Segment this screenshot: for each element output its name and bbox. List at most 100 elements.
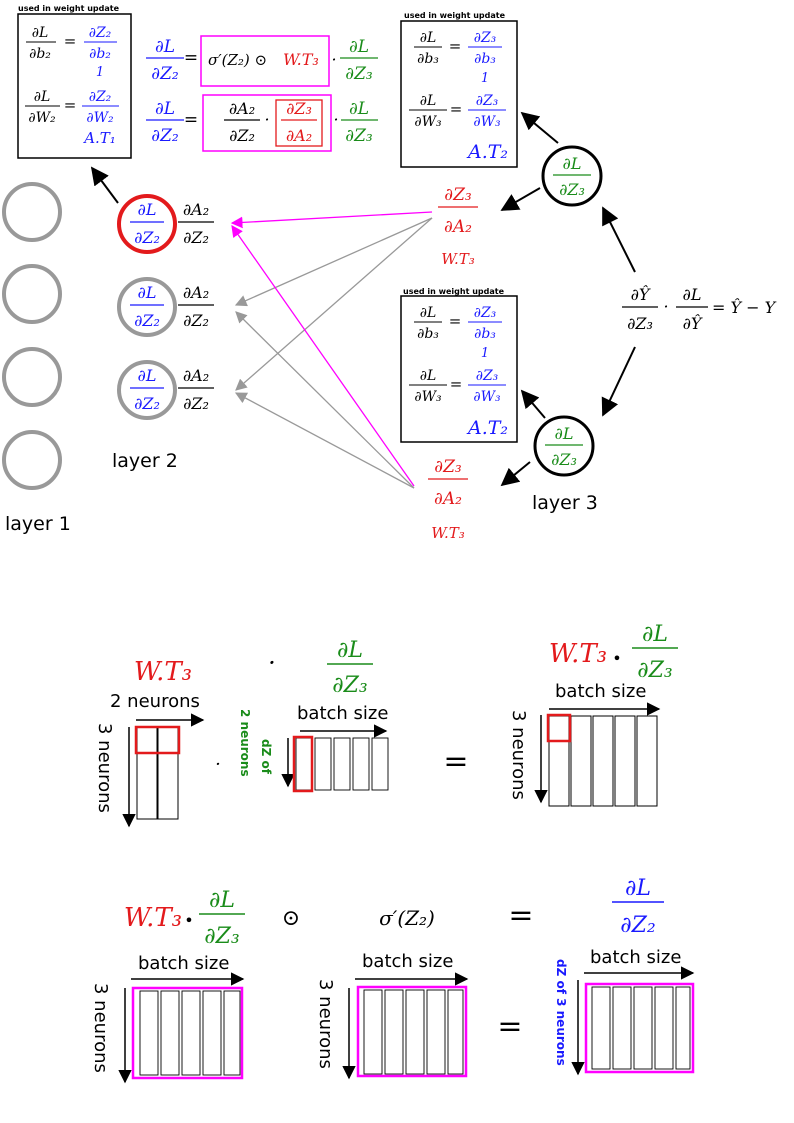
arrow-l3-to-dz3-a: [500, 187, 541, 211]
svg-text:∂L: ∂L: [155, 99, 175, 119]
bottom-matrix-3-border: [584, 982, 695, 1074]
dZ3-matrix: [295, 737, 389, 791]
svg-text:=: =: [184, 110, 198, 130]
gray-arrow: [234, 217, 433, 307]
gray-arrow: [234, 392, 415, 489]
svg-text:∂Z₂: ∂Z₂: [134, 311, 160, 330]
svg-text:=: =: [450, 375, 463, 393]
svg-text:∂A₂: ∂A₂: [183, 366, 209, 385]
svg-text:∂W₂: ∂W₂: [86, 110, 114, 126]
result-highlight-cell: [546, 713, 572, 743]
weight-update-box-l3b: [400, 295, 518, 443]
svg-text:∂Z₃: ∂Z₃: [551, 450, 577, 469]
svg-text:∂b₂: ∂b₂: [29, 46, 51, 62]
dW2-equation: ∂L ∂W₂ = ∂Z₂ ∂W₂ A.T₁: [25, 89, 119, 147]
svg-text:A.T₁: A.T₁: [82, 129, 116, 147]
svg-text:∂L: ∂L: [34, 89, 51, 105]
svg-text:∂L: ∂L: [563, 154, 582, 173]
layer1-neuron: [2, 347, 62, 407]
bottom-matrix-2-border: [356, 985, 468, 1078]
batch-size-label-2: batch size: [555, 681, 646, 702]
dz-of-2-neurons-line2: 2 neurons: [238, 709, 252, 777]
dZ3-highlight-col: [292, 735, 314, 793]
svg-text:∂b₃: ∂b₃: [474, 326, 496, 342]
equals-3: =: [497, 1009, 522, 1044]
svg-text:1: 1: [481, 346, 489, 361]
svg-text:∂A₂: ∂A₂: [286, 126, 312, 145]
svg-text:∂Z₂: ∂Z₂: [151, 64, 179, 84]
arrow-l3-to-box-a: [520, 111, 559, 144]
svg-text:∂Ŷ: ∂Ŷ: [631, 284, 651, 304]
magenta-arrow: [230, 211, 433, 229]
result-matrix-1: [548, 715, 658, 807]
layer2-neuron-1-grad: ∂L ∂Z₂ ∂A₂ ∂Z₂: [130, 200, 214, 247]
svg-text:∂L: ∂L: [32, 25, 49, 41]
svg-text:∂L: ∂L: [555, 424, 574, 443]
svg-text:∂Z₂: ∂Z₂: [183, 228, 209, 247]
svg-text:=: =: [449, 37, 462, 55]
arrow-l2-to-box: [90, 166, 119, 204]
svg-text:∂L: ∂L: [349, 37, 369, 57]
svg-text:∂A₂: ∂A₂: [444, 217, 472, 237]
arrow-l3-to-dz3-b: [500, 461, 531, 487]
svg-text:∂L: ∂L: [138, 366, 157, 385]
layer1-neuron: [2, 182, 62, 242]
svg-text:∂b₂: ∂b₂: [89, 46, 111, 62]
svg-text:∂A₂: ∂A₂: [183, 200, 209, 219]
dz-of-2-neurons-line1: dZ of: [259, 739, 273, 775]
arrow-to-l3-lower: [601, 346, 636, 417]
bottom-matrix-1-border: [131, 986, 244, 1080]
weight-update-caption-l3a: used in weight update: [404, 11, 506, 20]
svg-text:=: =: [449, 312, 462, 330]
svg-text:∂L: ∂L: [138, 283, 157, 302]
svg-text:1: 1: [481, 71, 489, 86]
svg-text:∂Z₂: ∂Z₂: [151, 126, 179, 146]
svg-text:∂Z₂: ∂Z₂: [134, 228, 160, 247]
svg-text:∂Z₃: ∂Z₃: [204, 924, 239, 949]
three-neurons-label-1: 3 neurons: [94, 723, 115, 813]
svg-text:∂W₃: ∂W₃: [473, 389, 501, 405]
svg-text:∂W₃: ∂W₃: [414, 389, 442, 405]
bullet-1: •: [612, 649, 621, 668]
svg-text:∂Z₃: ∂Z₃: [474, 305, 497, 321]
arrow-l3-to-box-b: [520, 389, 546, 419]
weight-update-box-l3a: [400, 20, 518, 168]
layer3-neuron-1-grad: ∂L ∂Z₃: [553, 154, 591, 199]
svg-text:=: =: [184, 48, 198, 68]
layer3-neuron: [533, 415, 595, 477]
svg-text:1: 1: [96, 65, 104, 80]
db3-equation-a: ∂L ∂b₃ = ∂Z₃ ∂b₃ 1: [414, 30, 502, 86]
svg-text:∂Z₃: ∂Z₃: [474, 30, 497, 46]
arrow-to-l3-upper: [602, 206, 636, 273]
svg-text:∂Z₂: ∂Z₂: [620, 913, 655, 938]
svg-text:σ′(Z₂) ⊙: σ′(Z₂) ⊙: [208, 51, 267, 69]
svg-text:∂L: ∂L: [420, 30, 437, 46]
svg-text:∂Z₃: ∂Z₃: [345, 64, 373, 84]
dot-operator-1: ·: [268, 649, 276, 677]
svg-text:∂Z₃: ∂Z₃: [332, 673, 367, 698]
WT3-matrix: [136, 726, 179, 820]
svg-text:·: ·: [663, 297, 668, 316]
svg-text:∂A₂: ∂A₂: [434, 489, 462, 509]
dZ3-dA2-lower: ∂Z₃ ∂A₂ W.T₃: [428, 457, 468, 542]
WT3-heading-2: W.T₃: [124, 903, 182, 933]
svg-text:∂L: ∂L: [420, 368, 437, 384]
svg-text:∂Z₃: ∂Z₃: [559, 180, 585, 199]
svg-text:∂Z₃: ∂Z₃: [637, 658, 672, 683]
svg-text:∂L: ∂L: [209, 888, 235, 913]
db3-equation-b: ∂L ∂b₃ = ∂Z₃ ∂b₃ 1: [414, 305, 502, 361]
dZ2-equation-2: ∂L ∂Z₂ = ∂A₂ ∂Z₂ · ∂Z₃ ∂A₂ · ∂L ∂Z₃: [146, 94, 378, 152]
svg-text:∂b₃: ∂b₃: [417, 326, 439, 342]
svg-text:∂Z₃: ∂Z₃: [434, 457, 462, 477]
batch-size-label-5: batch size: [590, 947, 681, 968]
svg-text:∂Z₂: ∂Z₂: [134, 394, 160, 413]
dZ3-dA2-upper: ∂Z₃ ∂A₂ W.T₃: [438, 185, 478, 268]
bottom-matrix-1: [139, 990, 241, 1076]
dZ2-equation-1: ∂L ∂Z₂ = σ′(Z₂) ⊙ W.T₃ · ∂L ∂Z₃: [146, 35, 378, 87]
batch-size-label-1: batch size: [297, 703, 388, 724]
equals-1: =: [443, 744, 468, 779]
odot-operator: ⊙: [282, 906, 300, 931]
svg-text:=: =: [64, 96, 77, 114]
svg-text:∂Z₃: ∂Z₃: [476, 368, 499, 384]
